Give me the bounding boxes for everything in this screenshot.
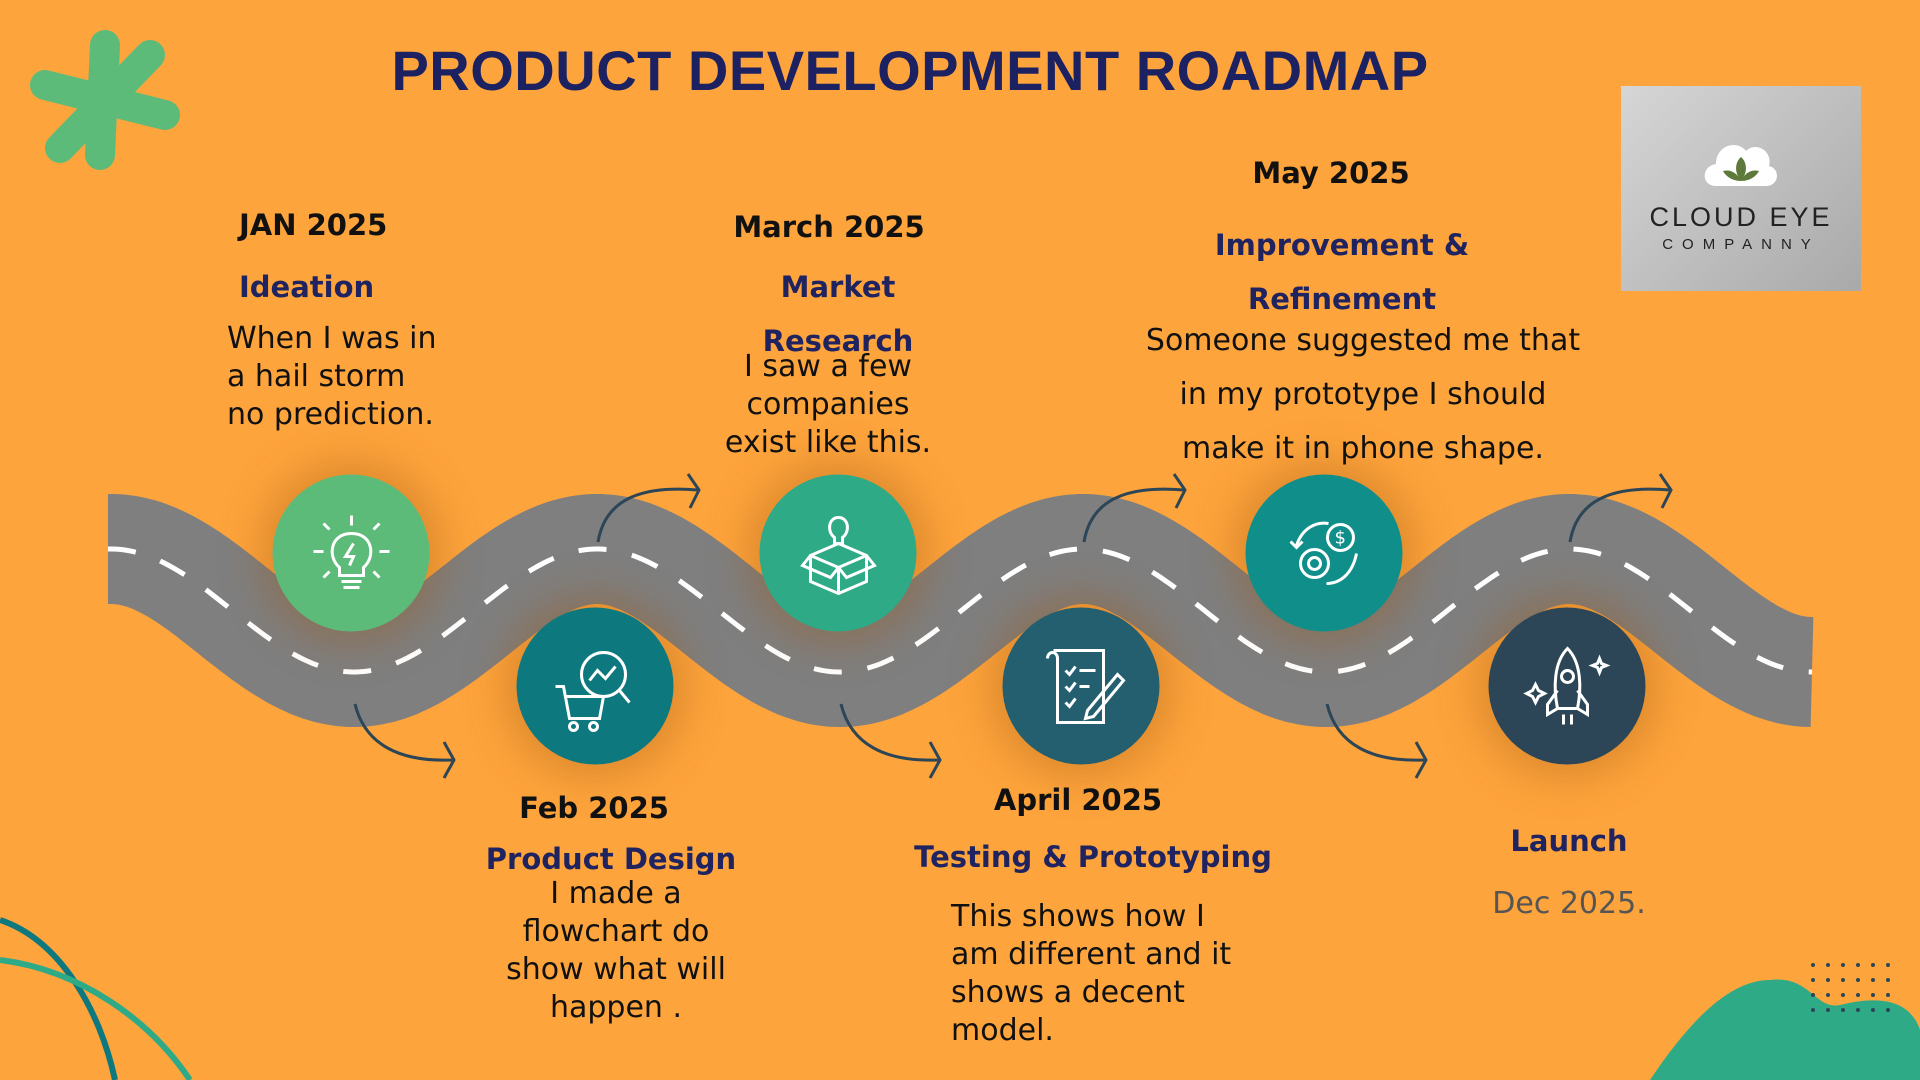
corner-curves-decoration [0, 917, 193, 1080]
page-title: PRODUCT DEVELOPMENT ROADMAP [391, 39, 1429, 102]
gear-dollar-cycle-icon: $ [1288, 521, 1358, 585]
milestone-heading: Ideation [239, 270, 375, 304]
milestone-date: April 2025 [993, 783, 1163, 817]
road-lane-dashes [108, 546, 1813, 675]
svg-text:$: $ [1334, 527, 1345, 548]
milestone-date: March 2025 [733, 210, 925, 244]
milestone-icon-circle-1 [272, 474, 430, 632]
milestone-icon-circle-4 [1002, 607, 1160, 765]
milestone-date: May 2025 [1252, 156, 1410, 190]
milestone-icon-circle-5: $ [1245, 474, 1403, 632]
curved-arrow-icon [353, 703, 456, 779]
checklist-pen-icon [1045, 648, 1126, 724]
blob-decoration [1650, 979, 1920, 1080]
curved-arrow-icon [1325, 703, 1428, 779]
curved-arrow-icon [1568, 473, 1673, 543]
milestone-icon-circle-3 [759, 474, 917, 632]
cart-analytics-icon [555, 650, 631, 732]
cloud-leaf-icon [1704, 145, 1777, 186]
curved-arrow-icon [839, 703, 942, 779]
milestone-date: JAN 2025 [239, 208, 388, 242]
company-logo: CLOUD EYE COMPANNY [1621, 86, 1861, 291]
asterisk-decoration [30, 30, 180, 170]
logo-line2: COMPANNY [1662, 236, 1820, 253]
rocket-icon [1522, 645, 1611, 724]
milestone-icon-circle-2 [516, 607, 674, 765]
milestone-date: Dec 2025. [1492, 886, 1646, 921]
lightbulb-icon [313, 515, 389, 589]
dot-grid-decoration [1811, 963, 1890, 1012]
milestone-heading: Launch [1510, 824, 1628, 858]
milestone-heading: Product Design [485, 842, 737, 876]
milestone-heading: Testing & Prototyping [914, 840, 1272, 874]
curved-arrow-icon [1082, 473, 1187, 543]
logo-line1: CLOUD EYE [1649, 202, 1833, 232]
idea-box-icon [799, 515, 877, 595]
milestone-date: Feb 2025 [519, 791, 669, 825]
curved-arrow-icon [596, 473, 701, 543]
milestone-heading: Improvement &Refinement [1214, 228, 1470, 316]
milestone-icon-circle-6 [1488, 607, 1646, 765]
